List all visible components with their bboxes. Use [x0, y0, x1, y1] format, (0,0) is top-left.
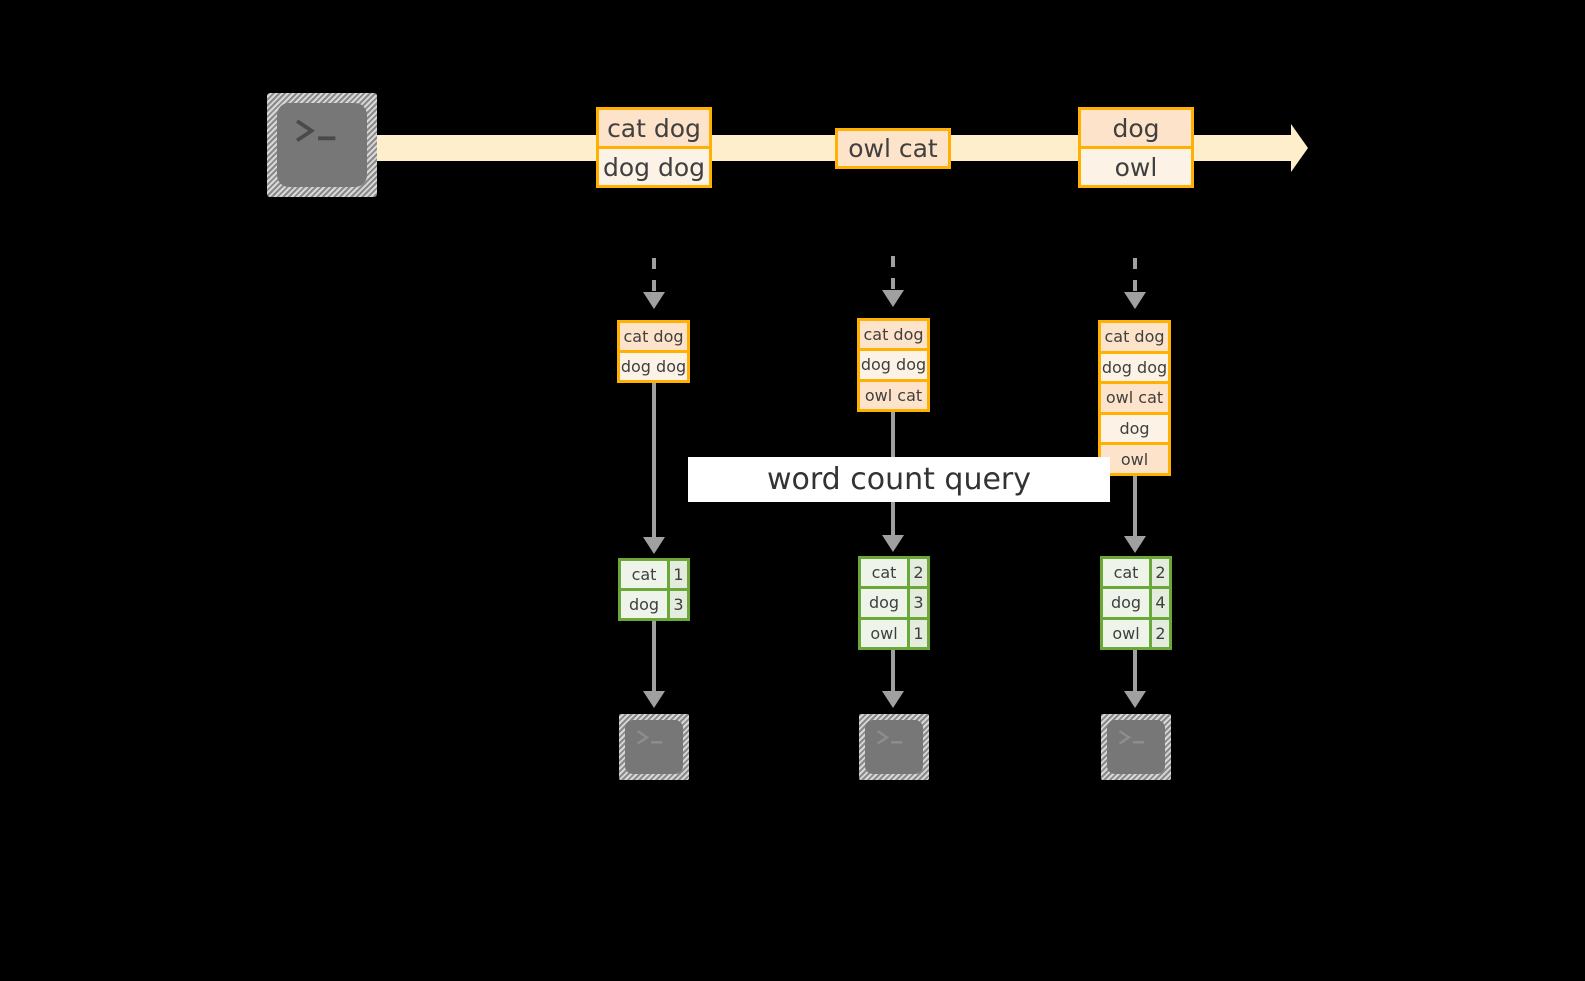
- input-row: dog: [1101, 411, 1168, 443]
- result-word: cat: [621, 561, 667, 588]
- result-count: 3: [667, 591, 687, 618]
- trigger-2-sink-connector: [891, 650, 895, 693]
- terminal-screen: [277, 103, 367, 187]
- result-word: dog: [621, 591, 667, 618]
- result-count: 2: [1149, 559, 1169, 587]
- table-row: owl 1: [861, 616, 927, 647]
- trigger-2-input-table[interactable]: cat dog dog dog owl cat: [857, 318, 930, 412]
- trigger-2-sink-terminal-icon[interactable]: [859, 714, 929, 780]
- prompt-glyph-icon: [876, 730, 903, 746]
- stream-arrow-head: [1291, 124, 1308, 172]
- terminal-screen: [1107, 720, 1165, 774]
- input-row: owl: [1101, 442, 1168, 473]
- table-row: owl 2: [1103, 616, 1169, 647]
- prompt-glyph-icon: [636, 730, 663, 746]
- table-row: cat 1: [621, 561, 687, 588]
- trigger-2-query-arrowhead: [882, 535, 904, 552]
- trigger-1-dashed-connector: [652, 258, 656, 294]
- result-count: 1: [907, 619, 927, 647]
- table-row: cat 2: [861, 559, 927, 587]
- trigger-1-query-arrowhead: [643, 537, 665, 554]
- input-row: owl cat: [860, 378, 927, 409]
- trigger-3-query-connector: [1133, 476, 1137, 539]
- table-row: dog 3: [861, 586, 927, 617]
- stream-event-1[interactable]: cat dog dog dog: [596, 107, 712, 188]
- trigger-3-dashed-arrowhead: [1124, 292, 1146, 309]
- result-word: dog: [861, 589, 907, 617]
- input-row: cat dog: [620, 323, 687, 350]
- prompt-glyph-icon: [1118, 730, 1145, 746]
- table-row: dog 3: [621, 588, 687, 618]
- input-row: dog dog: [1101, 350, 1168, 382]
- trigger-3-input-table[interactable]: cat dog dog dog owl cat dog owl: [1098, 320, 1171, 476]
- trigger-1-result-table[interactable]: cat 1 dog 3: [618, 558, 690, 621]
- input-row: dog dog: [860, 348, 927, 379]
- result-count: 1: [667, 561, 687, 588]
- terminal-screen: [625, 720, 683, 774]
- result-word: dog: [1103, 589, 1149, 617]
- trigger-1-sink-connector: [652, 621, 656, 693]
- trigger-1-query-connector: [652, 383, 656, 539]
- trigger-3-query-arrowhead: [1124, 536, 1146, 553]
- stream-event-line: cat dog: [599, 110, 709, 146]
- result-word: cat: [1103, 559, 1149, 587]
- source-terminal-icon[interactable]: [267, 93, 377, 197]
- trigger-1-input-table[interactable]: cat dog dog dog: [617, 320, 690, 383]
- trigger-2-result-table[interactable]: cat 2 dog 3 owl 1: [858, 556, 930, 650]
- result-word: owl: [1103, 619, 1149, 647]
- result-word: cat: [861, 559, 907, 587]
- trigger-1-dashed-arrowhead: [643, 292, 665, 309]
- stream-event-line: owl cat: [838, 131, 948, 166]
- trigger-3-sink-arrowhead: [1124, 691, 1146, 708]
- trigger-2-dashed-connector: [891, 256, 895, 292]
- table-row: cat 2: [1103, 559, 1169, 587]
- query-label: word count query: [688, 457, 1110, 502]
- stream-event-line: owl: [1081, 146, 1191, 185]
- input-row: cat dog: [860, 321, 927, 349]
- prompt-glyph-icon: [295, 119, 335, 143]
- table-row: dog 4: [1103, 586, 1169, 617]
- input-row: owl cat: [1101, 381, 1168, 412]
- trigger-3-sink-connector: [1133, 650, 1137, 693]
- stream-event-line: dog dog: [599, 146, 709, 185]
- terminal-screen: [865, 720, 923, 774]
- stream-event-line: dog: [1081, 110, 1191, 146]
- result-count: 2: [907, 559, 927, 587]
- result-count: 2: [1149, 619, 1169, 647]
- trigger-3-result-table[interactable]: cat 2 dog 4 owl 2: [1100, 556, 1172, 650]
- input-row: dog dog: [620, 350, 687, 380]
- result-count: 3: [907, 589, 927, 617]
- trigger-2-sink-arrowhead: [882, 691, 904, 708]
- result-word: owl: [861, 619, 907, 647]
- stream-event-2[interactable]: owl cat: [835, 128, 951, 169]
- trigger-2-dashed-arrowhead: [882, 290, 904, 307]
- input-row: cat dog: [1101, 323, 1168, 351]
- trigger-3-dashed-connector: [1133, 258, 1137, 294]
- trigger-1-sink-arrowhead: [643, 691, 665, 708]
- stream-event-3[interactable]: dog owl: [1078, 107, 1194, 188]
- trigger-1-sink-terminal-icon[interactable]: [619, 714, 689, 780]
- trigger-3-sink-terminal-icon[interactable]: [1101, 714, 1171, 780]
- result-count: 4: [1149, 589, 1169, 617]
